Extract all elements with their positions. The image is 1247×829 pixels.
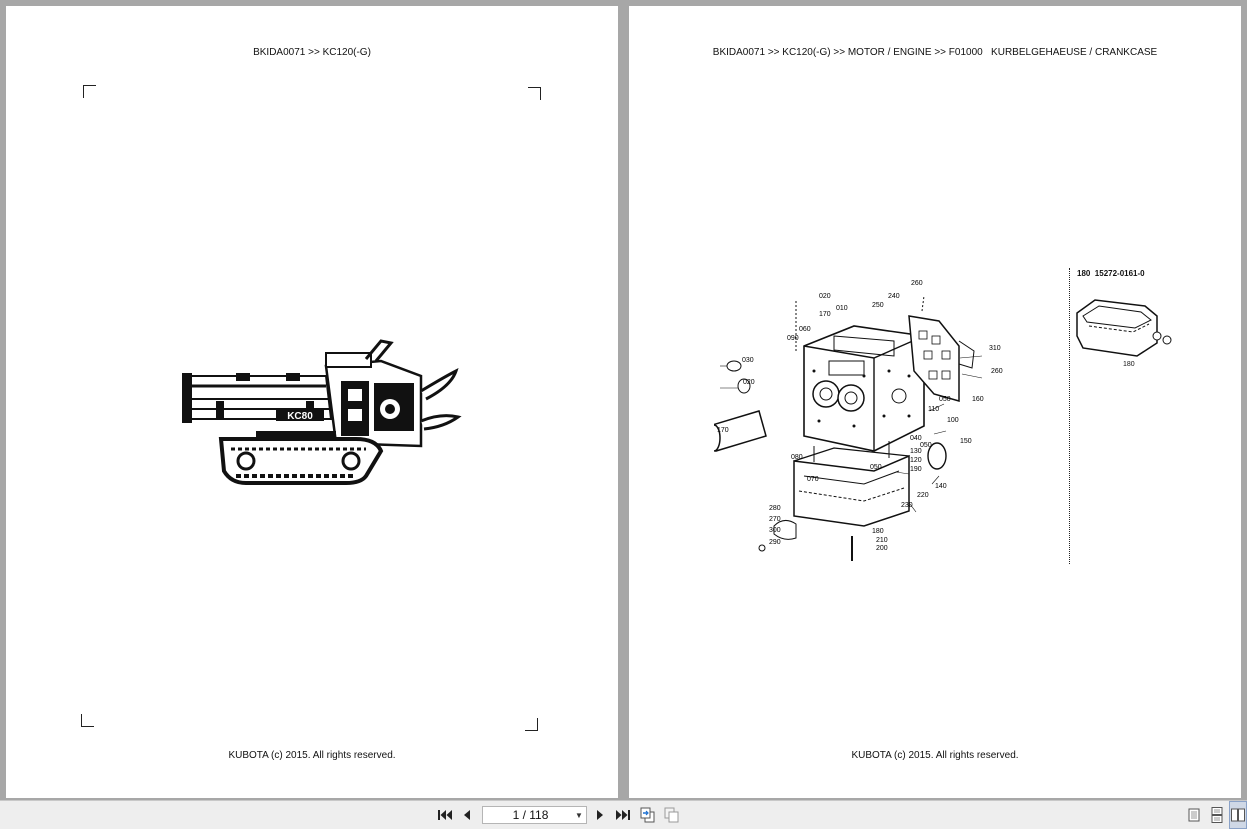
part-label: 240 (888, 293, 900, 300)
part-label: 020 (819, 293, 831, 300)
part-label: 150 (960, 438, 972, 445)
part-label: 080 (791, 454, 803, 461)
part-label: 210 (876, 537, 888, 544)
part-label: 050 (920, 442, 932, 449)
part-label: 030 (742, 357, 754, 364)
crop-mark-bottom-left (81, 714, 94, 727)
part-label: 120 (910, 457, 922, 464)
part-label: 170 (717, 427, 729, 434)
part-label: 260 (991, 368, 1003, 375)
page-footer: KUBOTA (c) 2015. All rights reserved. (228, 750, 396, 761)
machine-label: KC80 (287, 411, 313, 422)
part-label: 090 (787, 335, 799, 342)
inset-separator (1069, 268, 1070, 564)
part-label: 050 (870, 464, 882, 471)
part-label: 230 (901, 502, 913, 509)
part-label: 020 (743, 379, 755, 386)
page-indicator: 1 / 118 (512, 808, 549, 822)
tracked-carrier-illustration: KC80 (182, 339, 462, 485)
part-label: 290 (769, 539, 781, 546)
crop-mark-bottom-right (525, 718, 538, 731)
part-label: 100 (947, 417, 959, 424)
part-label: 110 (928, 406, 940, 413)
part-label: 190 (910, 466, 922, 473)
rotate-icon[interactable] (639, 801, 657, 829)
part-label: 010 (836, 305, 848, 312)
two-page-view-icon[interactable] (1229, 801, 1247, 829)
document-page-right: BKIDA0071 >> KC120(-G) >> MOTOR / ENGINE… (629, 6, 1241, 798)
crop-mark-top-right (528, 87, 541, 100)
part-label: 040 (910, 435, 922, 442)
crop-mark-top-left (83, 85, 96, 98)
part-label: 180 (872, 528, 884, 535)
copy-icon[interactable] (663, 801, 681, 829)
part-label: 050 (939, 396, 951, 403)
part-label: 130 (910, 448, 922, 455)
crankcase-exploded-diagram (714, 295, 983, 561)
part-label: 260 (911, 280, 923, 287)
next-page-icon[interactable] (591, 801, 609, 829)
part-label: 070 (807, 476, 819, 483)
part-label: 160 (972, 396, 984, 403)
prev-page-icon[interactable] (458, 801, 476, 829)
last-page-icon[interactable] (614, 801, 632, 829)
part-label: 300 (769, 527, 781, 534)
part-label: 170 (819, 311, 831, 318)
continuous-view-icon[interactable] (1208, 801, 1226, 829)
part-label: 270 (769, 516, 781, 523)
inset-oil-pan-illustration (1076, 299, 1172, 357)
first-page-icon[interactable] (436, 801, 454, 829)
part-label: 060 (799, 326, 811, 333)
inset-title: 180 15272-0161-0 (1077, 269, 1145, 278)
single-page-view-icon[interactable] (1185, 801, 1203, 829)
chevron-down-icon: ▼ (575, 810, 583, 820)
document-page-left: BKIDA0071 >> KC120(-G) KC80 (6, 6, 618, 798)
viewer-toolbar: 1 / 118 ▼ (0, 800, 1247, 829)
part-label: 280 (769, 505, 781, 512)
part-label: 220 (917, 492, 929, 499)
part-label: 200 (876, 545, 888, 552)
page-footer: KUBOTA (c) 2015. All rights reserved. (851, 750, 1019, 761)
inset-part-label: 180 (1123, 361, 1135, 368)
part-label: 140 (935, 483, 947, 490)
page-number-select[interactable]: 1 / 118 ▼ (482, 806, 587, 824)
page-header: BKIDA0071 >> KC120(-G) >> MOTOR / ENGINE… (712, 47, 1158, 58)
part-label: 310 (989, 345, 1001, 352)
page-header: BKIDA0071 >> KC120(-G) (253, 47, 371, 58)
part-label: 250 (872, 302, 884, 309)
